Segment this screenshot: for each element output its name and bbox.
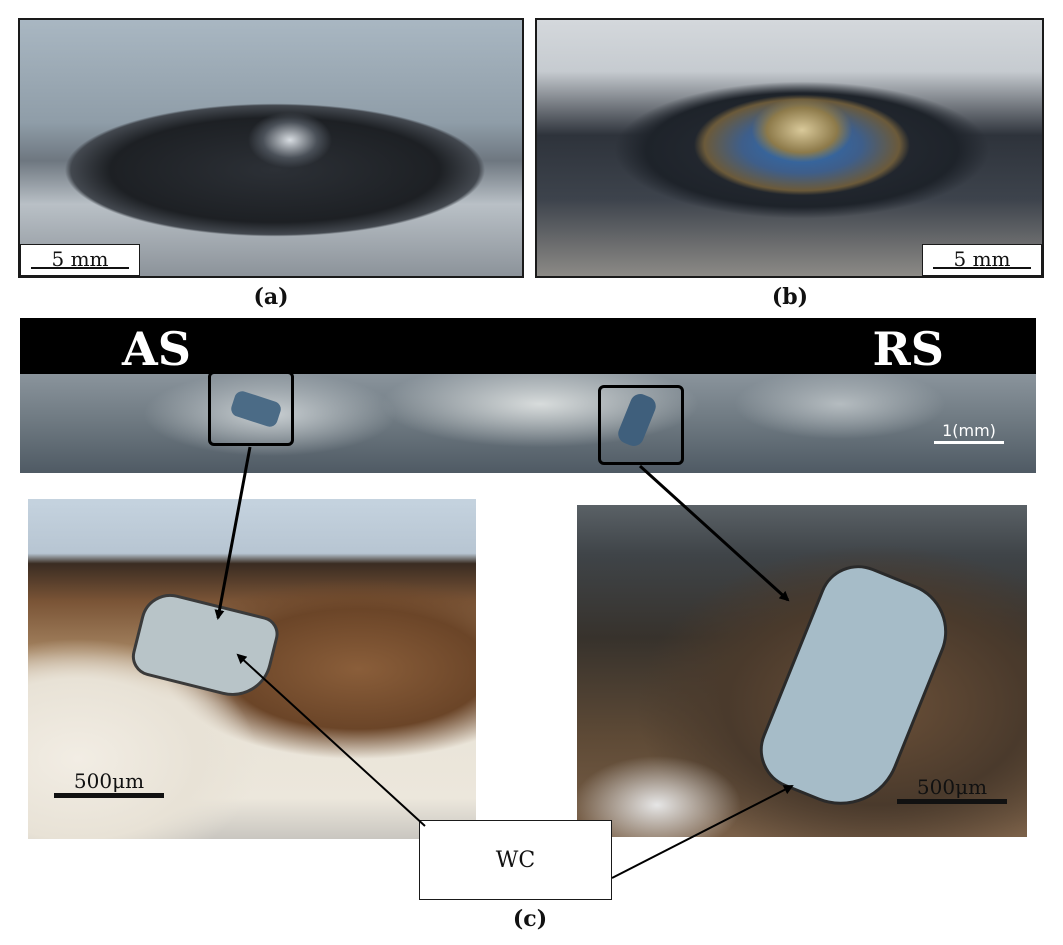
strip-scale-bar: 1(mm) <box>934 421 1004 444</box>
scale-bar-a-line <box>31 267 129 269</box>
strip-scale-label: 1(mm) <box>942 421 996 440</box>
caption-b: (b) <box>771 284 809 310</box>
scale-bar-b: 5 mm <box>922 244 1042 276</box>
wc-callout-box: WC <box>419 820 612 900</box>
scale-bar-b-line <box>933 267 1031 269</box>
micrograph-as-scale-line <box>54 793 164 798</box>
advancing-side-label: AS <box>122 322 191 376</box>
zoom-box-rs <box>598 385 684 465</box>
micrograph-rs-scale-line <box>897 799 1007 804</box>
retreating-side-label: RS <box>872 322 944 376</box>
strip-scale-line <box>934 441 1004 444</box>
strip-micrograph <box>20 374 1036 473</box>
caption-a: (a) <box>253 284 289 310</box>
scale-bar-a: 5 mm <box>20 244 140 276</box>
tool-photo-b: 5 mm <box>535 18 1044 278</box>
caption-c: (c) <box>512 906 548 932</box>
cross-section-strip: AS RS 1(mm) <box>20 318 1036 473</box>
micrograph-as-scale-bar: 500μm <box>54 769 164 798</box>
zoom-box-as <box>208 371 294 446</box>
strip-header <box>20 318 1036 374</box>
micrograph-rs-scale-label: 500μm <box>916 775 988 799</box>
micrograph-as: 500μm <box>28 499 476 839</box>
micrograph-as-scale-label: 500μm <box>73 769 145 793</box>
wc-particle-as-zoom <box>127 587 283 705</box>
micrograph-rs: 500μm <box>577 505 1027 837</box>
tool-photo-a: 5 mm <box>18 18 524 278</box>
micrograph-rs-scale-bar: 500μm <box>897 775 1007 804</box>
